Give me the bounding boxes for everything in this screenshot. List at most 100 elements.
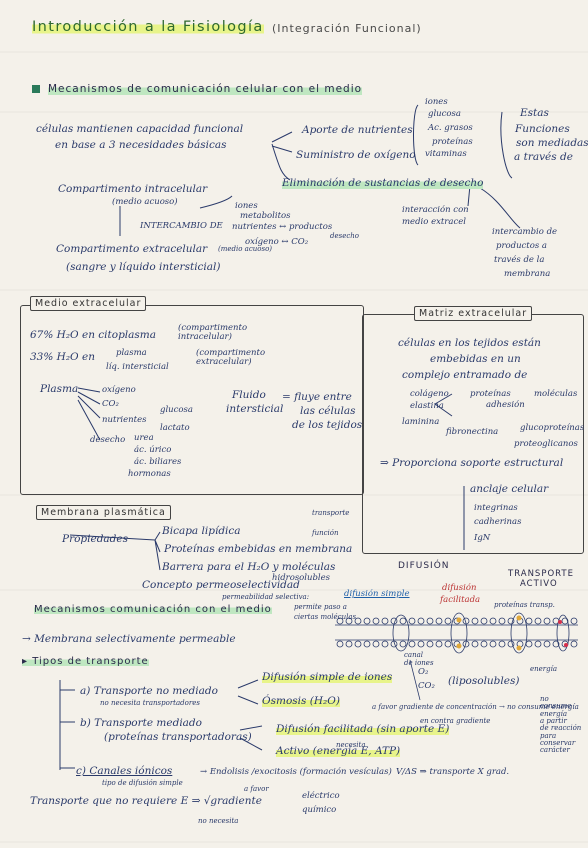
membrana-note: función — [312, 529, 339, 537]
phospholipid-head — [372, 617, 380, 625]
medio-line2-item: líq. intersticial — [106, 362, 169, 372]
diagram-facilitada: difusión — [442, 583, 477, 593]
nutrient-item: iones — [425, 97, 448, 107]
medio-line1: 67% H₂O en citoplasma — [30, 329, 157, 341]
transport-a1: Difusión simple de iones — [262, 671, 393, 684]
side-note-line: para — [540, 731, 557, 740]
matriz-item: moléculas — [534, 389, 578, 399]
fluye-line: de los tejidos — [292, 419, 363, 431]
phospholipid-head — [561, 617, 569, 625]
phospholipid-head — [399, 617, 407, 625]
membrana-item: permeabilidad selectiva: — [222, 593, 310, 601]
side-note-line: energía — [540, 709, 568, 718]
right-note-line: Funciones — [515, 123, 570, 135]
matriz-line: complejo entramado de — [402, 369, 528, 381]
phospholipid-head — [354, 640, 362, 648]
phospholipid-head — [381, 617, 389, 625]
phospholipid-head — [444, 640, 452, 648]
exchange-item: desecho — [330, 232, 360, 240]
diagram-energia: energía — [530, 665, 558, 673]
membrana-label: Membrana plasmática — [36, 505, 171, 520]
last-note: no necesita — [198, 817, 239, 825]
nutrient-sub: lactato — [160, 423, 190, 433]
right-note-line: son mediadas — [516, 137, 588, 149]
section2-tipos: ▸ Tipos de transporte — [22, 656, 149, 667]
transport-a2: Ósmosis (H₂O) — [262, 695, 340, 708]
phospholipid-head — [408, 640, 416, 648]
exchange-line: través de la — [494, 255, 545, 265]
matriz-item: elastina — [410, 401, 444, 411]
side-note-line: consume — [540, 702, 572, 711]
phospholipid-head — [570, 617, 578, 625]
phospholipid-head — [525, 617, 533, 625]
transport-c-note: tipo de difusión simple — [102, 779, 183, 787]
page-title: Introducción a la Fisiología — [32, 19, 264, 35]
nutrient-item: glucosa — [428, 109, 461, 119]
diagram-facilitada: facilitada — [440, 595, 481, 605]
side-note-line: conservar — [540, 739, 576, 748]
phospholipid-head — [381, 640, 389, 648]
right-note-line: a través de — [514, 151, 573, 163]
phospholipid-head — [426, 617, 434, 625]
waste-item: hormonas — [128, 469, 171, 479]
transport-gradient: a favor gradiente de concentración → no … — [372, 703, 579, 711]
medio-line1-note: (compartimento intracelular) — [178, 323, 248, 343]
phospholipid-head — [507, 617, 515, 625]
phospholipid-head — [417, 617, 425, 625]
diagram-canal: canal — [404, 651, 424, 659]
phospholipid-head — [552, 640, 560, 648]
membrana-item: Concepto permeoselectividad — [142, 579, 300, 591]
exchange-item: metabolitos — [240, 211, 291, 221]
phospholipid-head — [543, 640, 551, 648]
fluido-label: Fluido — [232, 389, 266, 401]
transport-a1-item: CO₂ — [418, 681, 435, 691]
phospholipid-head — [507, 640, 515, 648]
phospholipid-head — [345, 640, 353, 648]
matriz-line: células en los tejidos están — [398, 337, 541, 349]
diagram-proteinas: proteínas transp. — [494, 601, 555, 609]
phospholipid-head — [471, 617, 479, 625]
phospholipid-head — [444, 617, 452, 625]
phospholipid-head — [525, 640, 533, 648]
anclaje-item: integrinas — [474, 503, 518, 513]
phospholipid-head — [534, 617, 542, 625]
intro-line1: células mantienen capacidad funcional — [36, 123, 244, 135]
nutrient-item: vitaminas — [425, 149, 467, 159]
membrana-item: ciertas moléculas — [294, 613, 357, 621]
compartment-extra-sub: (sangre y líquido intersticial) — [66, 261, 221, 273]
membrana-item: Barrera para el H₂O y moléculas — [162, 561, 336, 573]
plasma-item: nutrientes — [102, 415, 147, 425]
phospholipid-head — [435, 617, 443, 625]
medio-extracelular-label: Medio extracelular — [30, 296, 147, 311]
membrana-item: permite paso a — [294, 603, 347, 611]
last-item: químico — [302, 805, 337, 815]
phospholipid-head — [372, 640, 380, 648]
waste-item: ác. úrico — [134, 445, 172, 455]
exchange-item: oxígeno ↔ CO₂ — [245, 237, 309, 247]
phospholipid-head — [489, 617, 497, 625]
need-oxygen: Suministro de oxígeno — [296, 149, 416, 161]
anclaje-item: cadherinas — [474, 517, 522, 527]
compartment-extra-note: (medio acuoso) — [218, 245, 273, 253]
transport-c-right: V/ΔS ⇒ transporte X grad. — [396, 767, 510, 777]
membrana-item: hidrosolubles — [272, 573, 331, 583]
medio-extracelular-box — [20, 305, 364, 495]
last-line: Transporte que no requiere E ⇒ √gradient… — [30, 795, 262, 807]
need-waste: Eliminación de sustancias de desecho — [282, 177, 484, 190]
last-item: eléctrico — [302, 791, 340, 801]
side-note-line: de reacción — [540, 724, 582, 733]
section1-heading: Mecanismos de comunicación celular con e… — [48, 83, 363, 96]
transport-c: c) Canales iónicos — [76, 765, 173, 777]
matriz-item: adhesión — [486, 400, 525, 410]
diagram-transporte: ACTIVO — [520, 579, 558, 589]
need-nutrients: Aporte de nutrientes — [302, 124, 413, 136]
fluye-line: = fluye entre — [282, 391, 352, 403]
membrana-item: Proteínas embebidas en membrana — [164, 543, 353, 555]
transport-b2: Activo (energía E, ATP) — [276, 745, 401, 758]
fluye-line: las células — [300, 405, 356, 417]
phospholipid-head — [498, 617, 506, 625]
transport-a-note: no necesita transportadores — [100, 699, 200, 707]
phospholipid-head — [345, 617, 353, 625]
nutrient-sub: glucosa — [160, 405, 193, 415]
phospholipid-head — [480, 640, 488, 648]
